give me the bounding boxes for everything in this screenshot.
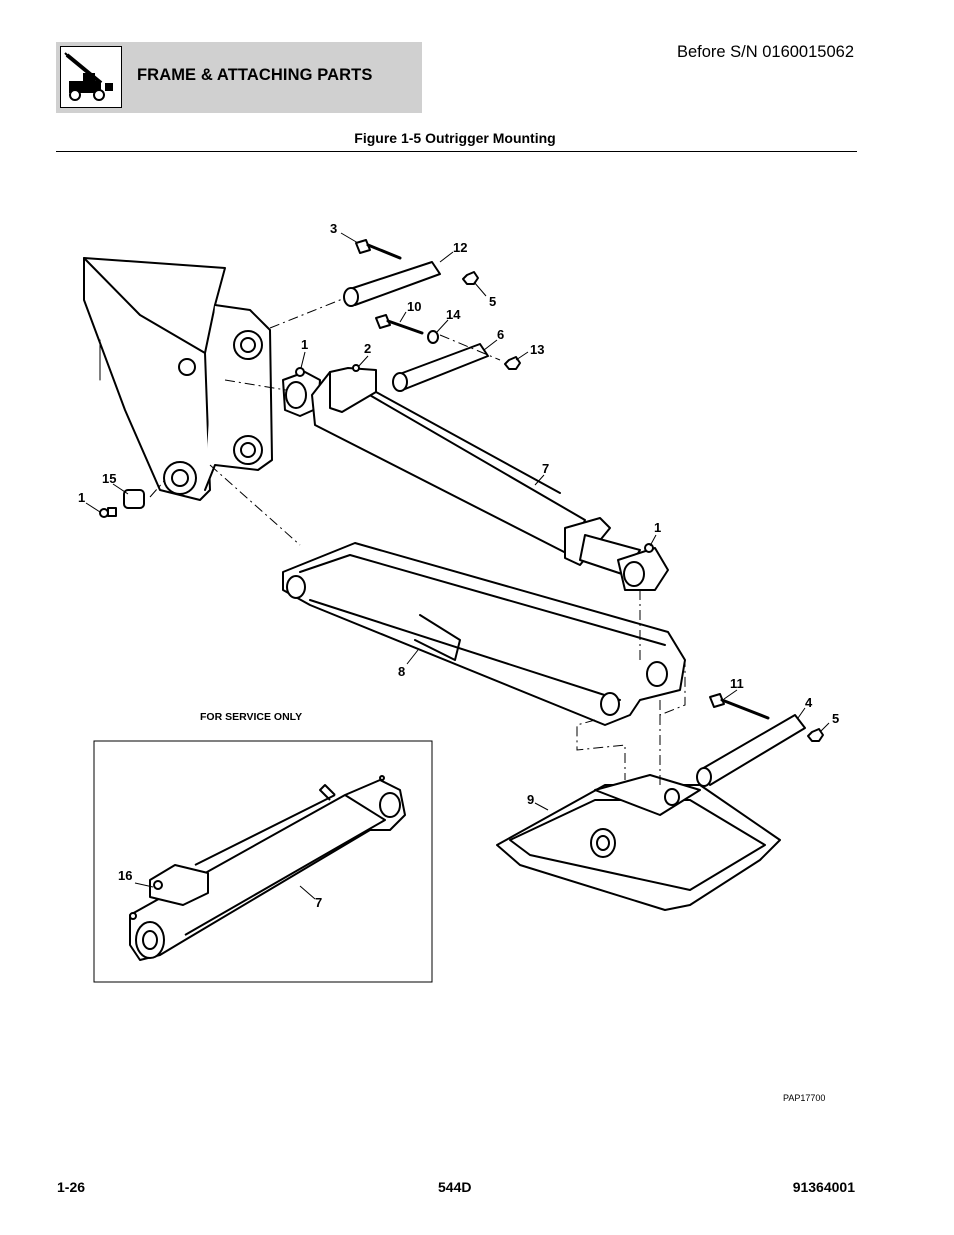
grease-fitting-1-left xyxy=(99,507,117,518)
callout-5: 5 xyxy=(489,294,496,309)
header-divider xyxy=(56,151,857,152)
outrigger-pad-9 xyxy=(496,774,781,911)
callout-1: 1 xyxy=(654,520,661,535)
callout-10: 10 xyxy=(407,299,421,314)
service-only-inset: 16 7 xyxy=(93,740,433,983)
callout-5: 5 xyxy=(832,711,839,726)
callout-13: 13 xyxy=(530,342,544,357)
pin-4 xyxy=(696,714,806,787)
callout-12: 12 xyxy=(453,240,467,255)
manual-number: 91364001 xyxy=(792,1179,855,1195)
service-only-note: FOR SERVICE ONLY xyxy=(200,711,303,723)
callout-16: 16 xyxy=(118,868,132,883)
section-title: FRAME & ATTACHING PARTS xyxy=(137,66,373,84)
pin-6 xyxy=(392,343,489,392)
callout-7: 7 xyxy=(315,895,322,910)
callout-1: 1 xyxy=(78,490,85,505)
telehandler-logo-icon xyxy=(60,46,122,108)
bolt-3 xyxy=(355,239,402,260)
callout-14: 14 xyxy=(446,307,461,322)
serial-number-note: Before S/N 0160015062 xyxy=(676,43,854,61)
page-number: 1-26 xyxy=(57,1179,86,1195)
bushing-15 xyxy=(123,489,145,509)
pin-12 xyxy=(343,261,441,307)
callout-3: 3 xyxy=(330,221,337,236)
outrigger-arm-8 xyxy=(282,542,686,726)
figure-code: PAP17700 xyxy=(783,1093,826,1103)
callout-8: 8 xyxy=(398,664,405,679)
frame-mount-plate xyxy=(83,257,273,501)
callout-2: 2 xyxy=(364,341,371,356)
callout-15: 15 xyxy=(102,471,116,486)
nut-5-lower xyxy=(807,728,824,742)
alignment-lines xyxy=(149,297,686,785)
nut-5-upper xyxy=(462,271,479,285)
model-number: 544D xyxy=(438,1179,472,1195)
callout-4: 4 xyxy=(805,695,813,710)
callout-6: 6 xyxy=(497,327,504,342)
part-callouts: 3 12 5 10 14 6 13 1 2 15 1 7 1 8 11 4 5 … xyxy=(78,221,839,807)
bolt-11 xyxy=(709,693,770,720)
washer-14 xyxy=(427,330,439,344)
callout-7: 7 xyxy=(542,461,549,476)
callout-9: 9 xyxy=(527,792,534,807)
callout-11: 11 xyxy=(730,676,744,691)
callout-1: 1 xyxy=(301,337,308,352)
hydraulic-cylinder-7 xyxy=(282,364,669,591)
leader-lines xyxy=(85,232,830,811)
figure-title: Figure 1-5 Outrigger Mounting xyxy=(354,130,556,146)
bolt-10 xyxy=(375,314,424,335)
